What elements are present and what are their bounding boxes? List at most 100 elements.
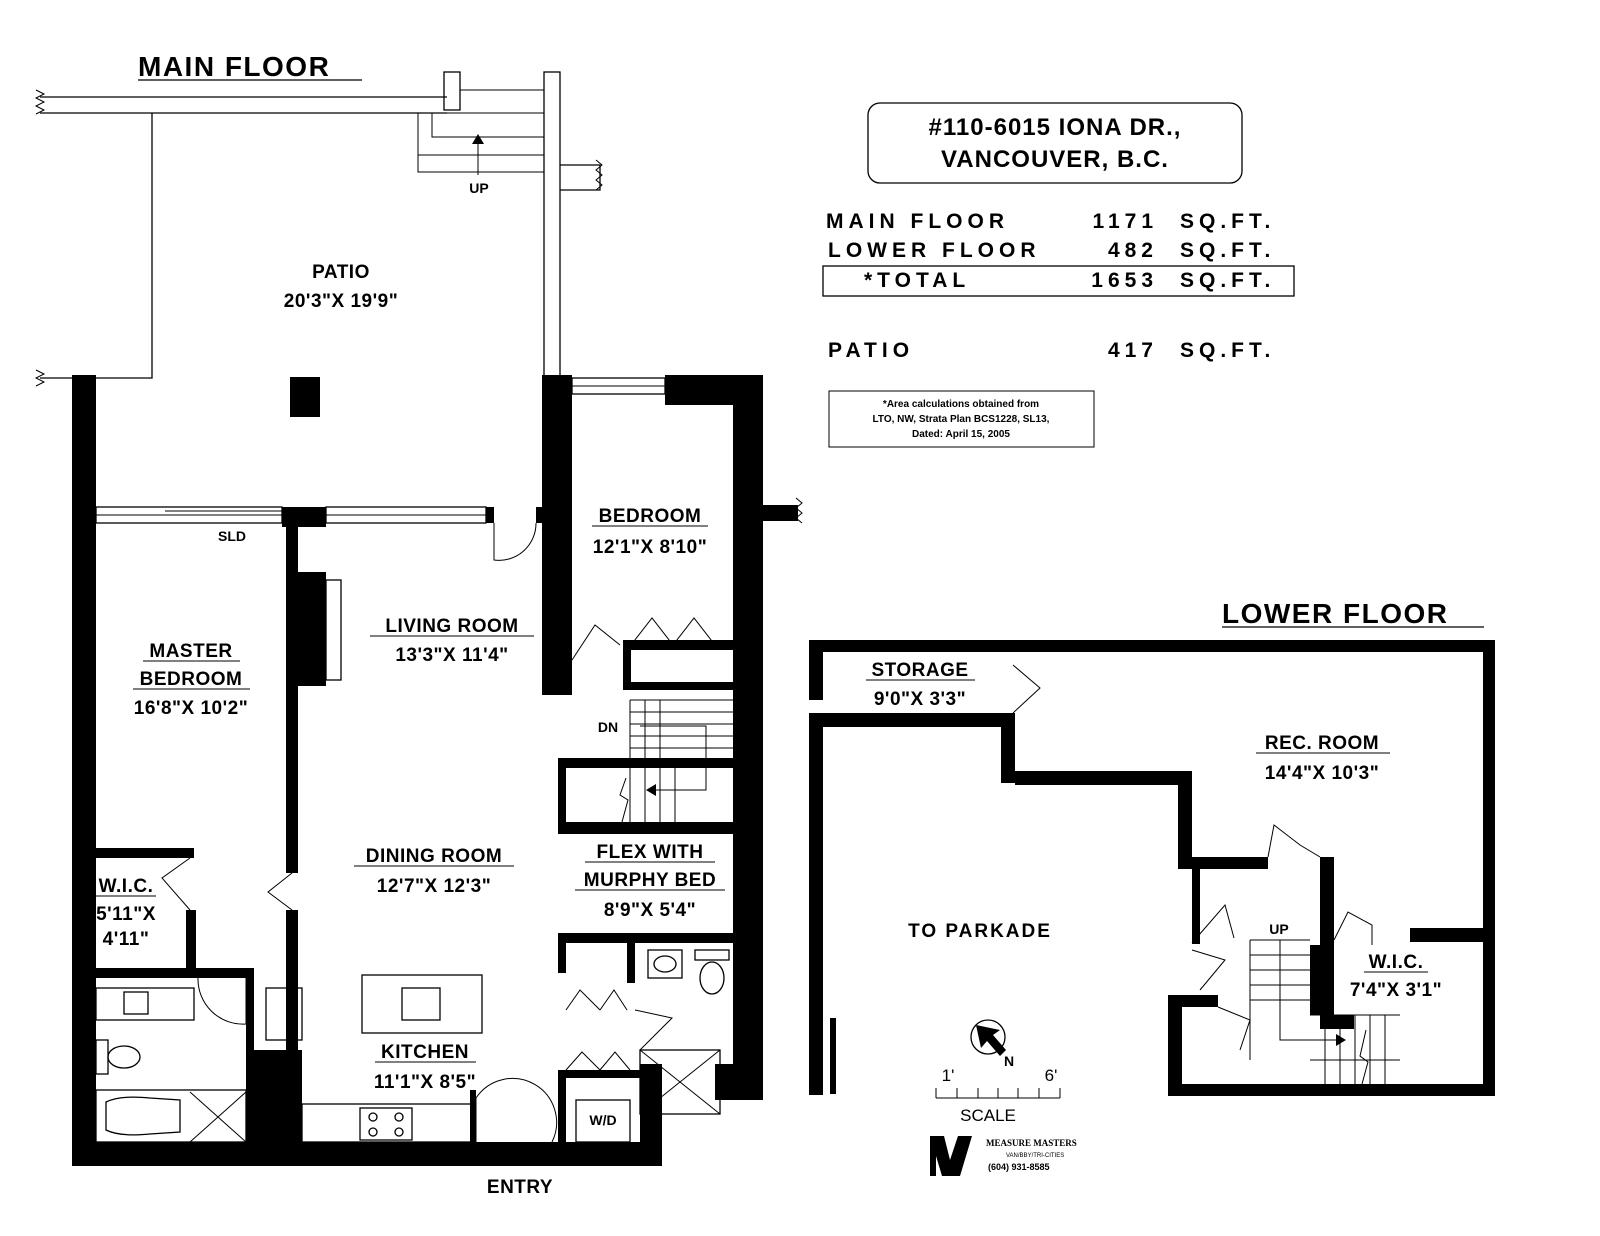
logo-tagline: VAN/BBY/TRI-CITIES: [1006, 1153, 1064, 1159]
room-name-flex-line-2: MURPHY BED: [584, 870, 716, 891]
address-box: [867, 102, 1243, 184]
area-note-box: [828, 390, 1095, 448]
lower-stair-up-label: UP: [1269, 921, 1288, 937]
patio-stairs: [417, 89, 544, 175]
area-note-line-2: LTO, NW, Strata Plan BCS1228, SL13,: [873, 414, 1050, 425]
total-row-box: [822, 265, 1295, 297]
kitchen-sink-icon: [401, 987, 441, 1021]
entry-label: ENTRY: [487, 1177, 553, 1198]
area-note-line-1: *Area calculations obtained from: [883, 399, 1039, 410]
wall-ensuite-right: [246, 968, 254, 1142]
area-unit-total: SQ.FT.: [1180, 269, 1275, 292]
wall-master-living: [286, 523, 298, 873]
washer-dryer: [575, 1099, 631, 1143]
room-dims-bedroom: 12'1"X 8'10": [593, 537, 707, 558]
lower-wall-right: [1483, 640, 1495, 1096]
area-value-lower: 482: [1108, 239, 1158, 262]
room-dims-master: 16'8"X 10'2": [134, 698, 248, 719]
logo-name: MEASURE MASTERS: [986, 1138, 1077, 1148]
area-label-patio: PATIO: [828, 339, 914, 362]
measure-masters-logo: MEASURE MASTERS VAN/BBY/TRI-CITIES (604)…: [930, 1136, 1077, 1176]
wall-bedroom-left: [542, 375, 572, 695]
room-dims-wic-main-line-2: 4'11": [103, 929, 150, 950]
wall-wic-top: [96, 848, 194, 858]
to-parkade-label: TO PARKADE: [908, 921, 1052, 942]
room-name-flex-line-1: FLEX WITH: [597, 842, 704, 863]
room-name-dining: DINING ROOM: [366, 846, 502, 867]
wall-exterior-right: [733, 375, 763, 1100]
lower-floor-title: LOWER FLOOR: [1222, 598, 1448, 629]
scale-start-label: 1': [942, 1066, 955, 1085]
lower-floor-plan: UP: [809, 640, 1495, 1096]
area-label-lower: LOWER FLOOR: [828, 239, 1040, 262]
room-dims-kitchen: 11'1"X 8'5": [374, 1072, 476, 1093]
room-dims-storage: 9'0"X 3'3": [874, 689, 966, 710]
fireplace: [298, 572, 326, 686]
room-name-rec-room: REC. ROOM: [1265, 733, 1379, 754]
patio-rail-right: [543, 71, 561, 383]
kitchen-wall-block: [254, 1050, 302, 1142]
wall-exterior-left: [72, 375, 96, 1165]
main-stairs: [619, 699, 733, 823]
sliding-door-label: SLD: [218, 528, 246, 544]
patio-door-swing: [493, 522, 537, 561]
main-stair-down-label: DN: [598, 719, 618, 735]
address-line-2: VANCOUVER, B.C.: [941, 146, 1169, 173]
patio-rail-left: [40, 113, 153, 379]
area-note-line-3: Dated: April 15, 2005: [912, 429, 1010, 440]
kitchen-island: [361, 974, 483, 1034]
bath-toilet-icon: [694, 949, 730, 961]
room-name-kitchen: KITCHEN: [381, 1042, 469, 1063]
ensuite-vanity: [95, 987, 195, 1021]
bedroom-closet-wall: [623, 640, 738, 650]
scale-label: SCALE: [960, 1106, 1016, 1125]
room-dims-rec-room: 14'4"X 10'3": [1265, 763, 1379, 784]
scale-bar: 1' 6' SCALE: [935, 1066, 1061, 1125]
room-name-patio: PATIO: [312, 262, 370, 283]
fridge: [265, 987, 303, 1041]
lower-wall-bottom: [1168, 1084, 1495, 1096]
room-dims-flex: 8'9"X 5'4": [604, 900, 696, 921]
compass: N: [970, 1019, 1014, 1069]
stair-wall-bottom: [558, 822, 738, 834]
entry-door-swing: [475, 1077, 558, 1143]
cooktop: [359, 1107, 413, 1141]
lower-wall-left: [809, 713, 823, 1095]
scale-end-label: 6': [1045, 1066, 1058, 1085]
room-name-master-line-1: MASTER: [149, 641, 232, 662]
bath-sink-icon: [647, 949, 683, 979]
washer-dryer-label: W/D: [589, 1112, 616, 1128]
room-dims-dining: 12'7"X 12'3": [377, 876, 491, 897]
wall-exterior-bottom: [72, 1142, 652, 1166]
room-name-living: LIVING ROOM: [385, 616, 518, 637]
lower-stairs: [1249, 939, 1400, 1085]
address-line-1: #110-6015 IONA DR.,: [929, 114, 1182, 141]
compass-arrow-icon: [976, 1025, 1006, 1056]
patio-column: [290, 377, 320, 417]
lower-wall-top: [809, 640, 1495, 652]
room-name-bedroom: BEDROOM: [599, 506, 702, 527]
area-value-main: 1171: [1092, 210, 1158, 233]
patio-stair-up-label: UP: [469, 180, 488, 196]
storage-door-swing: [1012, 664, 1041, 714]
room-name-wic-lower: W.I.C.: [1369, 952, 1424, 973]
compass-north-label: N: [1004, 1053, 1014, 1069]
logo-mark-icon: [930, 1136, 972, 1176]
area-unit-main: SQ.FT.: [1180, 210, 1275, 233]
area-label-total: *TOTAL: [864, 269, 970, 292]
lower-floor-room-labels: STORAGE 9'0"X 3'3" REC. ROOM 14'4"X 10'3…: [866, 660, 1442, 1001]
area-table: MAIN FLOOR 1171 SQ.FT. LOWER FLOOR 482 S…: [822, 210, 1295, 362]
logo-phone: (604) 931-8585: [988, 1162, 1050, 1172]
kitchen-counter: [301, 1103, 475, 1143]
ensuite-toilet-icon: [95, 1039, 109, 1075]
room-dims-patio: 20'3"X 19'9": [284, 291, 398, 312]
ensuite-tub: [95, 1089, 247, 1143]
room-name-master-line-2: BEDROOM: [140, 669, 243, 690]
room-dims-wic-lower: 7'4"X 3'1": [1350, 980, 1442, 1001]
main-floor-title: MAIN FLOOR: [138, 51, 330, 82]
room-dims-living: 13'3"X 11'4": [395, 645, 508, 666]
main-floor-plan: UP SLD: [34, 71, 803, 1198]
flex-wall-bottom: [558, 933, 738, 943]
area-unit-lower: SQ.FT.: [1180, 239, 1275, 262]
wall-ensuite-top: [96, 968, 246, 978]
